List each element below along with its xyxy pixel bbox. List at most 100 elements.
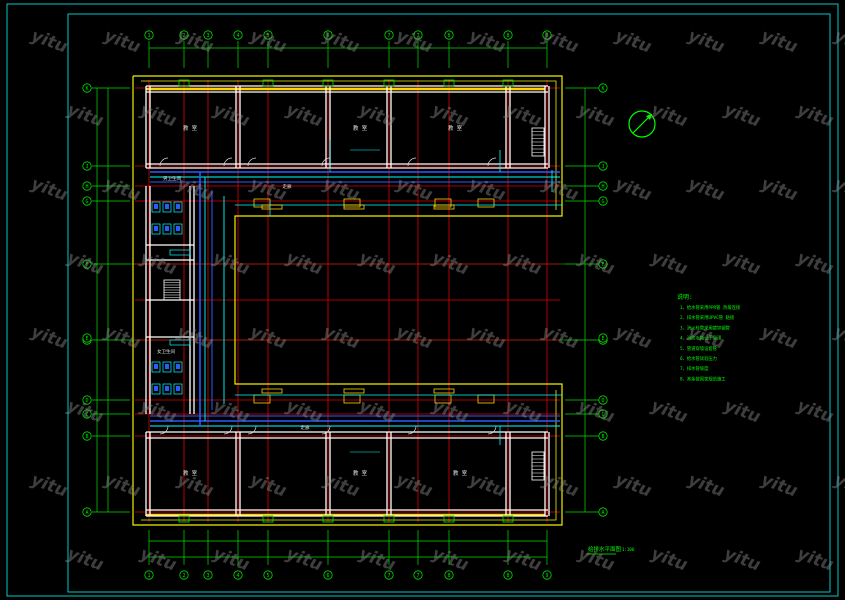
axis-lines — [92, 41, 600, 565]
axis-bubble-left-B — [82, 431, 92, 441]
toilet-fixture — [151, 201, 161, 213]
toilet-fixture — [162, 361, 172, 373]
door-swing — [223, 425, 233, 435]
corridor-column-top — [477, 198, 495, 208]
axis-bubble-left-G-label: G — [85, 199, 88, 205]
outline-path — [132, 75, 563, 526]
toilet-fixture-fill — [165, 386, 169, 391]
sheet-frame-inner — [67, 13, 831, 593]
axis-bubble-bottom-8 — [444, 570, 454, 580]
note-line: 4、消防水箱设于屋顶 — [680, 335, 722, 342]
axis-bubble-left-E2 — [82, 333, 92, 343]
corridor-window — [433, 388, 455, 394]
drawing-title-block: 给排水平面图 1:100 — [586, 545, 635, 555]
axis-bubble-bottom-1 — [144, 570, 154, 580]
facade-column — [502, 515, 514, 523]
toilet-fixture-fill — [165, 226, 169, 231]
axis-bubble-top-6 — [323, 30, 333, 40]
toilet-fixture — [173, 201, 183, 213]
door-swing — [407, 425, 417, 435]
corridor-label-top: 走廊 — [283, 183, 292, 190]
toilet-fixture-fill — [154, 226, 158, 231]
axis-bubble-right-G — [598, 196, 608, 206]
axis-bubble-right-A — [598, 507, 608, 517]
toilet-fixture — [173, 223, 183, 235]
axis-bubble-left-C-label: C — [85, 412, 88, 418]
door-swing — [247, 425, 257, 435]
door-swing — [159, 157, 169, 167]
room-label-top: 教 室 — [353, 124, 368, 132]
axis-bubble-bottom-9 — [542, 570, 552, 580]
axis-bubble-left-H — [82, 181, 92, 191]
axis-bubble-right-B-label: B — [601, 434, 604, 440]
toilet-fixture-fill — [154, 364, 158, 369]
corridor-window — [261, 388, 283, 394]
axis-bubbles: 1122334455667777888899AABBCCDDEEFFGGHHJJ… — [82, 30, 608, 580]
axis-bubble-top-8-label: 8 — [506, 33, 509, 39]
axis-bubble-left-D-label: D — [85, 398, 88, 404]
toilet-fixture-fill — [176, 364, 180, 369]
axis-bubble-top-7 — [384, 30, 394, 40]
axis-bubble-top-4-label: 4 — [236, 33, 239, 39]
corridor-window — [343, 204, 365, 210]
axis-bubble-left-J-label: J — [85, 164, 88, 170]
axis-bubble-top-5-label: 5 — [266, 33, 269, 39]
axis-bubble-top-9 — [542, 30, 552, 40]
axis-bubble-bottom-3-label: 3 — [206, 573, 209, 579]
axis-bubble-left-K — [82, 83, 92, 93]
axis-bubble-bottom-7-label: 7 — [387, 573, 390, 579]
axis-bubble-bottom-8-label: 8 — [506, 573, 509, 579]
axis-bubble-right-C-label: C — [601, 412, 604, 418]
corridor-window — [343, 388, 365, 394]
axis-bubble-bottom-3 — [203, 570, 213, 580]
axis-bubble-top-8-label: 8 — [447, 33, 450, 39]
drawing-scale: 1:100 — [622, 547, 635, 552]
axis-bubble-left-K-label: K — [85, 86, 88, 92]
axis-bubble-top-6-label: 6 — [326, 33, 329, 39]
axis-bubble-bottom-7-label: 7 — [416, 573, 419, 579]
axis-bubble-top-7-label: 7 — [416, 33, 419, 39]
toilet-fixture-fill — [154, 386, 158, 391]
toilet-fixture — [173, 361, 183, 373]
toilet-fixture-fill — [154, 204, 158, 209]
room-label-top: 教 室 — [448, 124, 463, 132]
drawing-title: 给排水平面图 — [588, 545, 622, 553]
facade-column — [383, 79, 395, 87]
axis-bubble-bottom-2 — [179, 570, 189, 580]
axis-bubble-bottom-9-label: 9 — [545, 573, 548, 579]
axis-bubble-bottom-7 — [413, 570, 423, 580]
toilet-fixture — [173, 383, 183, 395]
axis-bubble-right-G-label: G — [601, 199, 604, 205]
toilet-fixture — [151, 383, 161, 395]
axis-bubble-bottom-6-label: 6 — [326, 573, 329, 579]
note-line: 3、消火栓管采用镀锌钢管 — [680, 324, 731, 331]
axis-bubble-bottom-5-label: 5 — [266, 573, 269, 579]
door-swing — [159, 425, 169, 435]
axis-bubble-top-4 — [233, 30, 243, 40]
toilet-fixture — [162, 201, 172, 213]
corridor-window — [433, 204, 455, 210]
axis-bubble-bottom-1-label: 1 — [147, 573, 150, 579]
toilet-fixture-fill — [176, 386, 180, 391]
outline-inner-top — [141, 80, 557, 210]
room-label-bottom: 教 室 — [453, 469, 468, 477]
pipes — [150, 140, 562, 453]
note-line: 6、给水管试验压力 — [680, 355, 717, 362]
toilet-fixture — [151, 361, 161, 373]
door-swing — [487, 425, 497, 435]
axis-bubble-top-3 — [203, 30, 213, 40]
note-line: 1、给水管采用PPR管 热熔连接 — [680, 304, 741, 311]
axis-bubble-right-B — [598, 431, 608, 441]
door-swing — [407, 157, 417, 167]
room-label-top: 教 室 — [183, 124, 198, 132]
axis-bubble-bottom-4-label: 4 — [236, 573, 239, 579]
door-swing — [487, 157, 497, 167]
axis-bubble-bottom-7 — [384, 570, 394, 580]
axis-bubble-right-J — [598, 161, 608, 171]
axis-bubble-top-3-label: 3 — [206, 33, 209, 39]
north-arrow-icon — [628, 110, 656, 138]
axis-bubble-top-5 — [263, 30, 273, 40]
axis-bubble-top-2 — [179, 30, 189, 40]
axis-bubble-left-B-label: B — [85, 434, 88, 440]
axis-bubble-right-D-label: D — [601, 398, 604, 404]
